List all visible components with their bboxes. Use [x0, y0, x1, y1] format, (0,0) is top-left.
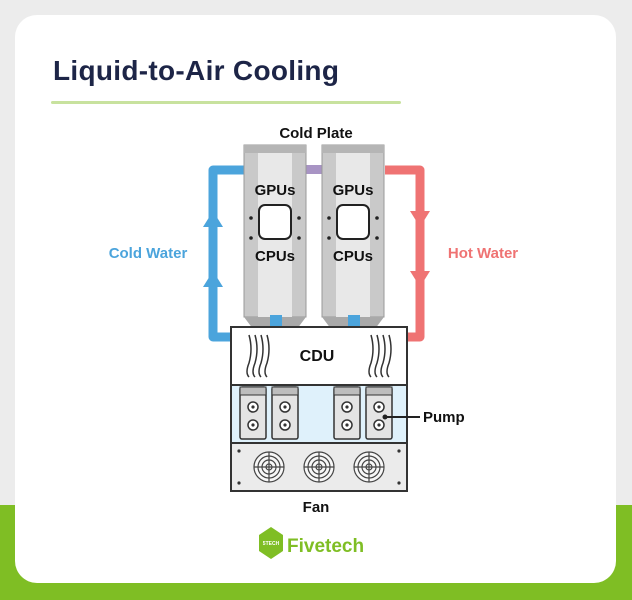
infographic-card: Liquid-to-Air Cooling GPUs CPUs	[15, 15, 616, 583]
fan-label: Fan	[303, 499, 330, 516]
plate-connector	[305, 165, 323, 174]
fan-grille-1-icon	[253, 451, 285, 483]
hot-flow-arrow-upper-icon	[410, 211, 430, 227]
cold-plate-left: GPUs CPUs	[243, 144, 307, 333]
cdu-unit: CDU	[230, 326, 408, 444]
fivetech-badge-text: 5TECH	[263, 541, 280, 547]
pump-group-left	[239, 386, 299, 440]
fan-grille-2-icon	[303, 451, 335, 483]
hot-water-pipe	[385, 165, 425, 342]
fivetech-badge-icon	[259, 527, 283, 559]
fan-grille-3-icon	[353, 451, 385, 483]
cold-water-pipe	[208, 165, 250, 342]
fivetech-brand-name: Fivetech	[287, 536, 364, 557]
hot-water-label: Hot Water	[448, 245, 518, 262]
cold-plate-label: Cold Plate	[279, 125, 352, 142]
pump-group-right	[333, 386, 393, 440]
cold-water-label: Cold Water	[109, 245, 188, 262]
cold-plate-right: GPUs CPUs	[321, 144, 385, 333]
cold-flow-arrow-upper-icon	[203, 211, 223, 227]
heat-exchanger-right-icon	[368, 334, 392, 378]
cpus-label-right: CPUs	[333, 248, 373, 265]
cpus-label-left: CPUs	[255, 248, 295, 265]
fivetech-logo: 5TECH Fivetech	[259, 527, 364, 559]
pump-label: Pump	[423, 409, 465, 426]
cooling-diagram: GPUs CPUs GPUs CPUs	[109, 125, 518, 559]
feed-pipe-right	[348, 315, 360, 329]
fan-unit	[230, 442, 408, 492]
gpus-label-right: GPUs	[333, 182, 374, 199]
chip-left	[258, 204, 292, 240]
title-underline	[51, 101, 401, 104]
page-title: Liquid-to-Air Cooling	[53, 55, 340, 86]
heat-exchanger-left-icon	[246, 334, 270, 378]
cold-flow-arrow-lower-icon	[203, 271, 223, 287]
cdu-label: CDU	[300, 348, 335, 365]
pump-callout-dot	[382, 414, 388, 420]
hot-flow-arrow-lower-icon	[410, 271, 430, 287]
feed-pipe-left	[270, 315, 282, 329]
gpus-label-left: GPUs	[255, 182, 296, 199]
chip-right	[336, 204, 370, 240]
